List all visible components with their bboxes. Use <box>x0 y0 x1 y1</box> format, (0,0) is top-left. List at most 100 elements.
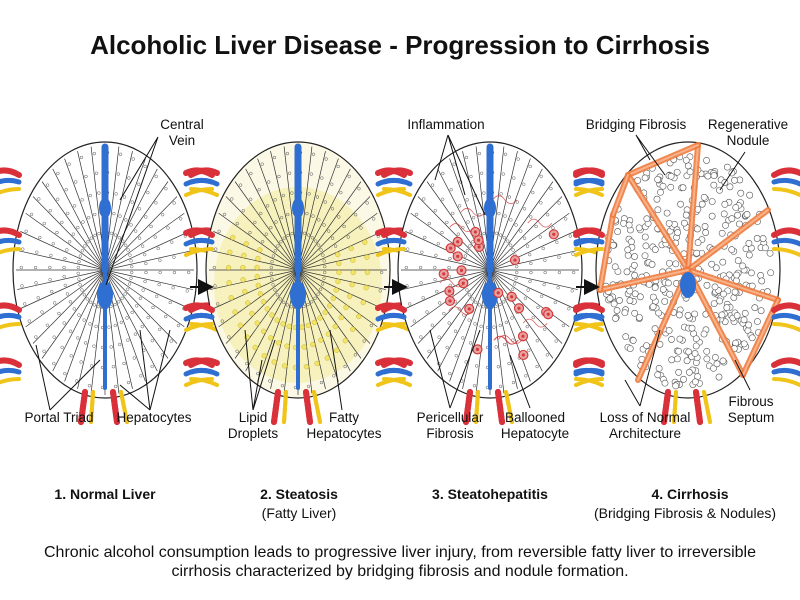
lipid-droplets-leader <box>244 329 276 411</box>
lipid-droplet <box>255 255 261 262</box>
lipid-droplet <box>226 280 232 286</box>
regenerating-hepatocyte <box>651 246 659 253</box>
hepatocyte <box>135 304 139 308</box>
lipid-droplet <box>301 344 307 350</box>
hepatocyte <box>123 243 128 247</box>
lipid-droplet <box>336 260 342 267</box>
hepatocyte <box>69 354 73 358</box>
hepatocyte-cord <box>210 250 299 271</box>
lipid-droplet <box>237 322 244 328</box>
hepatocyte <box>150 364 154 369</box>
lipid-droplet <box>254 273 260 280</box>
hepatocyte <box>525 324 529 329</box>
hepatocyte-cord <box>489 269 570 328</box>
regenerating-hepatocyte <box>680 375 687 383</box>
lipid-droplet <box>269 312 275 318</box>
hepatocyte <box>48 265 52 270</box>
regenerating-hepatocyte <box>708 212 716 220</box>
hepatocyte-cord <box>297 269 386 290</box>
hepatocyte <box>126 338 130 342</box>
hepatocyte <box>253 220 257 225</box>
hepatocyte <box>419 281 423 285</box>
hepatocyte <box>273 198 277 202</box>
hepatocyte <box>158 270 162 275</box>
hepatocyte <box>212 265 216 270</box>
lipid-droplet <box>317 315 323 321</box>
hepatocyte <box>94 171 99 175</box>
hepatocyte <box>87 384 92 388</box>
regenerating-hepatocyte <box>721 200 729 208</box>
hepatocyte <box>457 307 461 311</box>
bile-duct <box>672 390 678 424</box>
portal-artery <box>771 357 800 368</box>
regenerating-hepatocyte <box>757 307 765 315</box>
hepatocyte <box>235 349 239 353</box>
lipid-droplet <box>349 281 355 288</box>
regenerative-nodule-leader <box>719 151 746 191</box>
regenerating-hepatocyte <box>606 295 614 302</box>
portal-artery <box>693 389 703 425</box>
regenerating-hepatocyte <box>719 258 727 266</box>
hepatocyte <box>35 250 39 254</box>
hepatocyte <box>378 289 382 293</box>
stage-title-cirrhosis: 4. Cirrhosis <box>651 486 729 502</box>
regenerating-hepatocyte <box>643 342 650 350</box>
regenerating-hepatocyte <box>704 172 712 180</box>
hepatocyte <box>77 313 81 317</box>
portal-artery <box>495 389 505 425</box>
hepatocyte <box>267 180 271 184</box>
stage-title-steatosis: 2. Steatosis <box>260 486 338 502</box>
hepatocyte <box>502 236 506 240</box>
lipid-droplet <box>254 264 260 271</box>
regenerating-hepatocyte <box>719 357 727 365</box>
hepatocyte <box>56 171 60 176</box>
regenerating-hepatocyte <box>648 261 656 268</box>
regenerating-hepatocyte <box>616 297 623 304</box>
regenerating-hepatocyte <box>629 337 637 344</box>
regenerating-hepatocyte <box>751 304 759 312</box>
portal-artery <box>0 357 22 368</box>
inflammatory-nucleus <box>476 238 481 242</box>
hepatocyte <box>310 300 314 304</box>
regenerating-hepatocyte <box>667 183 675 191</box>
hepatocyte <box>336 164 340 169</box>
hepatocyte <box>445 345 449 350</box>
hepatocyte <box>475 364 479 368</box>
hepatocyte <box>516 157 520 161</box>
regenerating-hepatocyte <box>631 309 639 317</box>
hepatocyte <box>157 282 161 287</box>
hepatocyte <box>241 209 245 213</box>
regenerating-hepatocyte <box>661 298 669 305</box>
portal-vein <box>771 177 800 187</box>
hepatocyte <box>470 297 474 301</box>
portal-vein <box>183 177 215 187</box>
hepatocyte <box>143 252 147 257</box>
regenerating-hepatocyte <box>748 269 755 277</box>
bile-duct <box>772 247 800 257</box>
hepatocyte <box>133 332 138 336</box>
hepatocyte-cord <box>25 212 106 271</box>
fibrous-septum-highlight <box>687 209 769 271</box>
bile-duct <box>376 322 406 332</box>
pericellular-fibrosis <box>449 223 474 232</box>
hepatocyte <box>67 162 71 166</box>
portal-artery <box>0 302 22 313</box>
hepatocyte <box>465 198 469 202</box>
hepatocyte <box>81 220 85 224</box>
hepatocyte <box>339 190 343 195</box>
hepatocyte <box>511 248 515 252</box>
hepatocyte <box>274 220 278 224</box>
hepatocyte <box>323 270 327 275</box>
hepatocyte <box>511 380 516 385</box>
lipid-droplet <box>338 314 344 321</box>
hepatocyte <box>65 292 70 296</box>
hepatocyte <box>118 214 122 218</box>
hepatocyte <box>511 338 515 342</box>
portal-artery <box>375 357 407 368</box>
hepatocyte-cord <box>297 212 378 271</box>
hepatocyte-cord <box>245 168 299 271</box>
hepatocyte <box>88 322 92 326</box>
hepatocyte-cord <box>489 212 570 271</box>
hepatocyte <box>319 248 323 252</box>
hepatocyte-cord <box>234 181 299 271</box>
